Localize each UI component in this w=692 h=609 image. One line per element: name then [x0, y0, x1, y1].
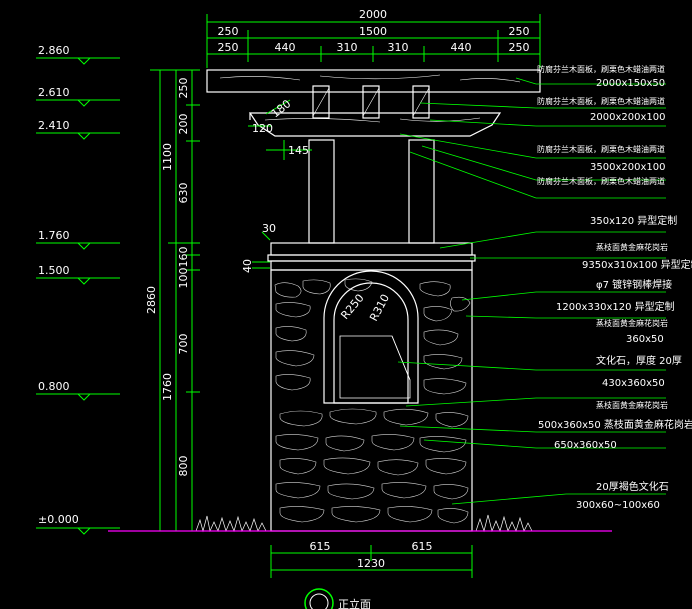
dim-120: 120 [252, 122, 273, 135]
dim-145: 145 [288, 144, 309, 157]
level-lines [36, 57, 120, 535]
level-2610: 2.610 [38, 86, 70, 99]
note-13: 360x50 [626, 334, 664, 345]
dim-1100: 1100 [161, 143, 174, 171]
note-1: 2000x150x50 [596, 78, 665, 89]
leader-lines [397, 77, 666, 505]
dim-250: 250 [177, 78, 190, 99]
dim-row2-2: 440 [275, 41, 296, 54]
dim-bottom-total: 1230 [357, 557, 385, 570]
note-17: 500x360x50 蒸枝面黄金麻花岗岩 [538, 418, 692, 431]
dim-row2-3: 310 [337, 41, 358, 54]
local-dim-lines [248, 99, 312, 269]
level-1500: 1.500 [38, 264, 70, 277]
note-20: 300x60~100x60 [576, 500, 660, 511]
dim-bottom-left: 615 [310, 540, 331, 553]
dim-30: 30 [262, 222, 276, 235]
level-2410: 2.410 [38, 119, 70, 132]
title-circle [304, 588, 334, 609]
top-dimensions [206, 14, 541, 68]
note-4: 防腐芬兰木面板，刷栗色木蜡油两道 [537, 144, 665, 154]
level-2860: 2.860 [38, 44, 70, 57]
title-label: 正立面 [338, 597, 371, 609]
dim-100: 100 [177, 268, 190, 289]
dim-bottom-right: 615 [412, 540, 433, 553]
dim-row1-center: 1500 [359, 25, 387, 38]
dim-overall-width: 2000 [359, 8, 387, 21]
dim-40: 40 [241, 259, 254, 273]
level-0800: 0.800 [38, 380, 70, 393]
note-2: 防腐芬兰木面板，刷栗色木蜡油两道 [537, 96, 665, 106]
note-9: 9350x310x100 异型定制 [582, 258, 692, 271]
note-19: 20厚褐色文化石 [596, 480, 669, 493]
level-1760: 1.760 [38, 229, 70, 242]
vertical-dimensions [150, 69, 200, 532]
note-5: 3500x200x100 [590, 162, 665, 173]
dim-row2-4: 310 [388, 41, 409, 54]
note-18: 650x360x50 [554, 440, 617, 451]
dim-row1-left: 250 [218, 25, 239, 38]
dim-800: 800 [177, 456, 190, 477]
note-8: 蒸枝面黄金麻花岗岩 [596, 242, 668, 252]
dim-row1-right: 250 [509, 25, 530, 38]
dim-160: 160 [177, 247, 190, 268]
note-12: 蒸枝面黄金麻花岗岩 [596, 318, 668, 328]
note-7: 350x120 异型定制 [590, 214, 677, 227]
bottom-dimensions [270, 545, 473, 578]
dim-row2-5: 440 [451, 41, 472, 54]
dim-overall-height: 2860 [145, 286, 158, 314]
grass [195, 514, 533, 533]
dim-1760: 1760 [161, 373, 174, 401]
note-0: 防腐芬兰木面板，刷栗色木蜡油两道 [537, 64, 665, 74]
stone-texture [274, 278, 471, 524]
dim-r310: R310 [367, 292, 392, 323]
note-14: 文化石，厚度 20厚 [596, 354, 682, 367]
pergola-structure [206, 69, 541, 532]
note-11: 1200x330x120 异型定制 [556, 300, 675, 313]
note-3: 2000x200x100 [590, 112, 665, 123]
level-0000: ±0.000 [38, 513, 79, 526]
title-circle-inner [309, 593, 329, 609]
dim-row2-1: 250 [218, 41, 239, 54]
note-15: 430x360x50 [602, 378, 665, 389]
dim-200: 200 [177, 114, 190, 135]
dim-700: 700 [177, 334, 190, 355]
dim-630: 630 [177, 183, 190, 204]
note-10: φ7 镀锌钢棒焊接 [596, 278, 672, 291]
note-6: 防腐芬兰木面板，刷栗色木蜡油两道 [537, 176, 665, 186]
dim-row2-6: 250 [509, 41, 530, 54]
note-16: 蒸枝面黄金麻花岗岩 [596, 400, 668, 410]
